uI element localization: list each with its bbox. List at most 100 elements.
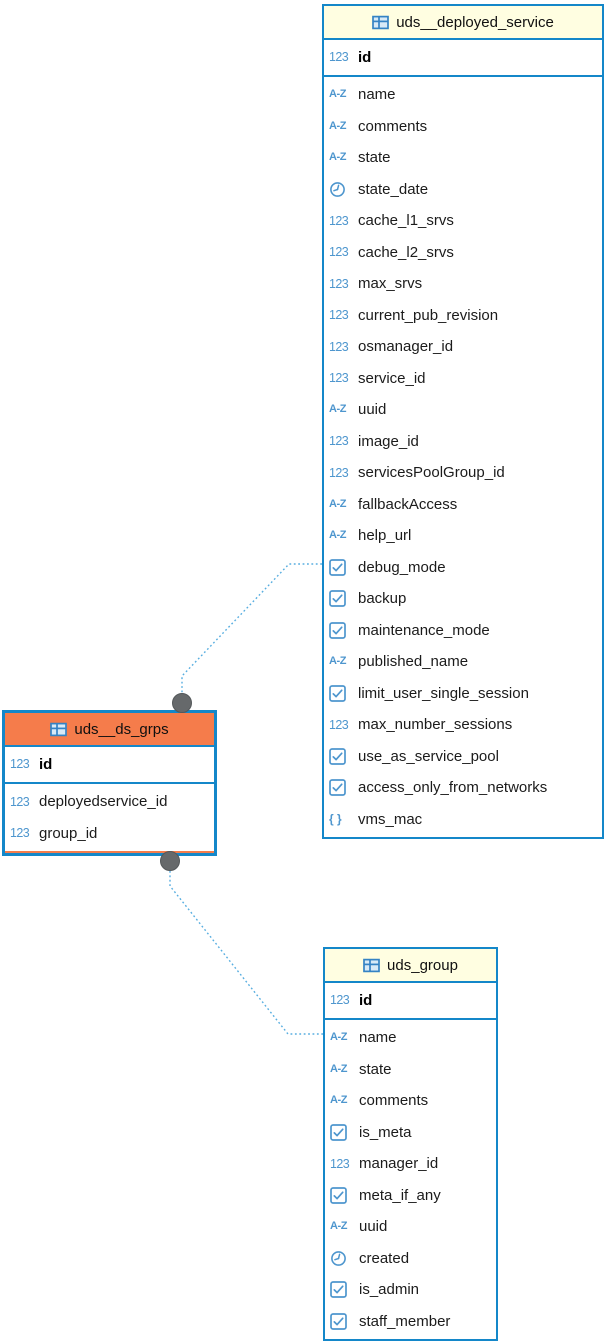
column-row[interactable]: 123 osmanager_id (324, 331, 602, 363)
boolean-type-icon (330, 1281, 359, 1299)
text-type-icon: A-Z (329, 151, 347, 164)
column-row[interactable]: limit_user_single_session (324, 678, 602, 710)
table-header[interactable]: uds_group (325, 949, 496, 983)
column-name: deployedservice_id (39, 793, 168, 811)
numeric-type-icon: 123 (329, 339, 349, 354)
text-type-icon: A-Z (330, 1062, 348, 1075)
column-name: name (359, 1029, 397, 1047)
column-row[interactable]: use_as_service_pool (324, 741, 602, 773)
numeric-type-icon: 123 (10, 794, 30, 809)
column-row[interactable]: A-Z state (325, 1054, 496, 1086)
column-name: limit_user_single_session (358, 684, 529, 702)
column-name: is_meta (359, 1123, 412, 1141)
column-row[interactable]: debug_mode (324, 552, 602, 584)
column-name: debug_mode (358, 558, 446, 576)
column-row[interactable]: is_meta (325, 1117, 496, 1149)
column-row[interactable]: A-Z uuid (324, 394, 602, 426)
column-row[interactable]: is_admin (325, 1274, 496, 1306)
text-type-icon: A-Z (329, 403, 347, 416)
numeric-type-icon: 123 (10, 826, 30, 840)
column-row[interactable]: A-Z comments (324, 111, 602, 143)
table-header[interactable]: uds__ds_grps (5, 713, 214, 747)
boolean-type-icon (329, 779, 358, 797)
column-name: image_id (358, 432, 419, 450)
boolean-type-icon (329, 590, 358, 608)
column-name: state_date (358, 180, 429, 198)
primary-key-row[interactable]: 123 id (324, 40, 602, 75)
column-name: maintenance_mode (358, 621, 490, 639)
column-row[interactable]: A-Z state (324, 142, 602, 174)
boolean-type-icon (329, 684, 358, 702)
relationship-line-dsgrps-deployedservice[interactable] (181, 563, 322, 693)
column-row[interactable]: maintenance_mode (324, 615, 602, 647)
datetime-type-icon (329, 181, 358, 198)
column-name: osmanager_id (358, 338, 454, 356)
boolean-type-icon (329, 747, 358, 765)
column-name: id (358, 49, 372, 66)
numeric-type-icon: 123 (329, 50, 349, 65)
column-name: state (359, 1060, 392, 1078)
column-row[interactable]: 123 deployedservice_id (5, 786, 214, 818)
text-type-icon: A-Z (330, 1094, 348, 1107)
column-row[interactable]: 123 max_srvs (324, 268, 602, 300)
column-name: manager_id (359, 1155, 439, 1173)
json-type-icon: { } (329, 812, 342, 827)
columns-section: 123 deployedservice_id 123 group_id (5, 784, 214, 853)
column-row[interactable]: state_date (324, 174, 602, 206)
column-name: access_only_from_networks (358, 779, 548, 797)
column-row[interactable]: meta_if_any (325, 1180, 496, 1212)
table-icon (372, 15, 390, 30)
numeric-type-icon: 123 (329, 213, 349, 228)
numeric-type-icon: 123 (329, 276, 349, 291)
column-name: state (358, 149, 391, 167)
column-name: backup (358, 590, 407, 608)
table-name: uds__ds_grps (74, 720, 169, 738)
column-name: group_id (39, 824, 98, 842)
column-row[interactable]: created (325, 1243, 496, 1275)
column-row[interactable]: 123 group_id (5, 818, 214, 850)
table-name: uds_group (387, 956, 458, 974)
column-name: name (358, 86, 396, 104)
text-type-icon: A-Z (329, 655, 347, 668)
text-type-icon: A-Z (329, 119, 347, 132)
table-icon (363, 958, 380, 973)
column-row[interactable]: { }vms_mac (324, 804, 602, 836)
primary-key-section: 123 id (324, 40, 602, 77)
column-name: uuid (358, 401, 387, 419)
table-icon (50, 722, 68, 737)
column-name: id (359, 992, 373, 1009)
column-name: max_srvs (358, 275, 423, 293)
table-header[interactable]: uds__deployed_service (324, 6, 602, 40)
column-row[interactable]: backup (324, 583, 602, 615)
column-name: cache_l2_srvs (358, 243, 454, 261)
column-row[interactable]: access_only_from_networks (324, 772, 602, 804)
relationship-line-dsgrps-group[interactable] (169, 871, 323, 1035)
column-name: meta_if_any (359, 1186, 441, 1204)
column-name: comments (358, 117, 428, 135)
column-name: fallbackAccess (358, 495, 458, 513)
column-row[interactable]: staff_member (325, 1306, 496, 1338)
